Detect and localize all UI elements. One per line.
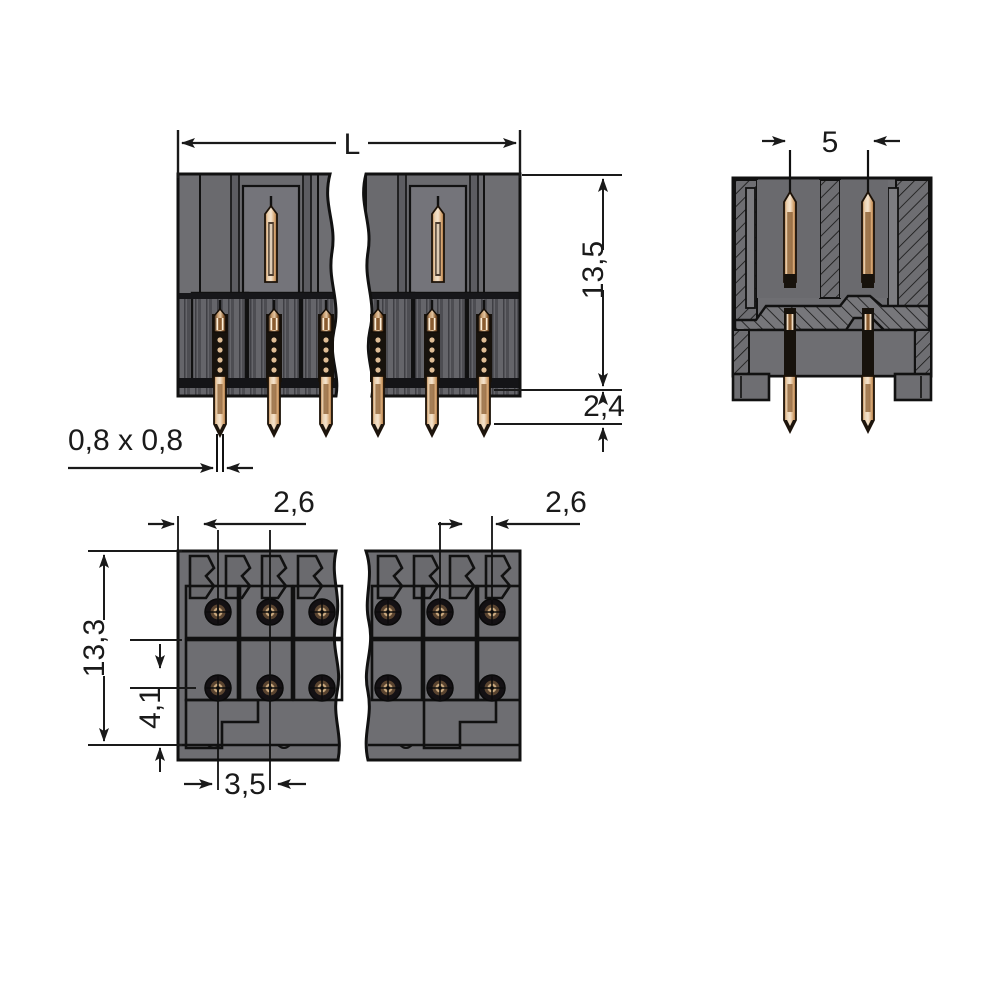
front-outline-left <box>176 172 339 398</box>
front-pins-upper <box>264 196 445 283</box>
side-pins-lower <box>783 308 875 435</box>
pin-hole <box>374 674 402 702</box>
dimension-row-spacing: 4,1 <box>130 639 196 772</box>
bottom-body-left <box>176 549 344 762</box>
pin-hole <box>308 598 336 626</box>
dim-label-depth-side: 5 <box>822 126 839 159</box>
dimension-edge-offset-right: 2,6 <box>438 486 587 529</box>
front-elevation-view <box>176 172 522 472</box>
pin-hole <box>308 674 336 702</box>
pin-hole <box>478 598 506 626</box>
dim-label-height-standoff: 2,4 <box>583 390 625 423</box>
front-pins-lower <box>212 300 492 472</box>
dim-label-height-body: 13,5 <box>577 241 610 299</box>
dim-label-pitch: 3,5 <box>224 768 266 801</box>
dim-label-length-overall: L <box>344 128 361 161</box>
dimension-length-overall: L <box>176 128 522 178</box>
dim-label-edge-offset-right: 2,6 <box>545 486 587 519</box>
dim-label-pin-cross-section: 0,8 x 0,8 <box>68 424 183 457</box>
dim-label-edge-offset-left: 2,6 <box>273 486 315 519</box>
side-pins-upper <box>783 150 875 288</box>
dimension-edge-offset-left: 2,6 <box>148 486 315 529</box>
dimension-pitch: 3,5 <box>184 768 306 801</box>
pin-hole <box>426 674 454 702</box>
pin-hole <box>478 674 506 702</box>
dim-label-width-bottom: 13,3 <box>78 619 111 677</box>
dimension-depth-side: 5 <box>762 126 900 159</box>
pin-hole <box>374 598 402 626</box>
side-section-view: 5 <box>731 126 933 435</box>
bottom-plan-view <box>176 516 522 790</box>
dimension-pin-cross-section: 0,8 x 0,8 <box>68 424 253 473</box>
dim-label-row-spacing: 4,1 <box>134 687 167 729</box>
bottom-body-right <box>363 549 522 762</box>
front-body-left <box>178 174 337 396</box>
dimension-width-bottom: 13,3 <box>78 550 182 746</box>
pin-hole <box>426 598 454 626</box>
dimension-height-standoff: 2,4 <box>494 390 625 452</box>
dimension-height-body: 13,5 <box>494 174 622 391</box>
pin-hole <box>204 674 232 702</box>
